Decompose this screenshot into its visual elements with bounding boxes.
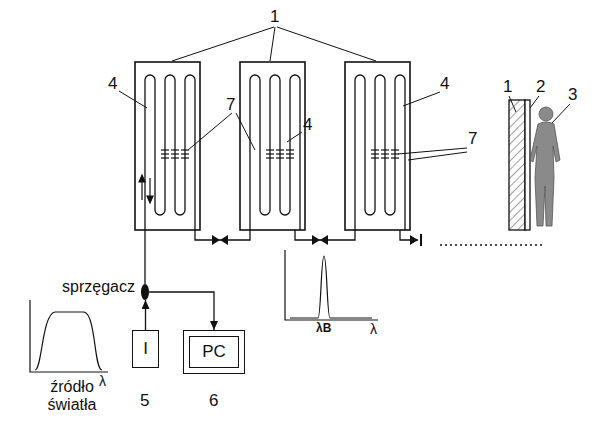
bragg-grating bbox=[381, 153, 389, 154]
light-source-box: I bbox=[132, 330, 159, 368]
bragg-grating bbox=[371, 149, 379, 150]
bragg-grating bbox=[391, 153, 399, 154]
fiber-connector bbox=[149, 292, 214, 330]
bragg-grating bbox=[171, 157, 179, 158]
fiber-coupler: sprzęgacz bbox=[141, 284, 149, 300]
bragg-grating bbox=[286, 157, 294, 158]
bragg-grating bbox=[266, 153, 274, 154]
callout-number: 4 bbox=[303, 116, 312, 135]
callout-number: 1 bbox=[270, 8, 279, 27]
bragg-grating bbox=[161, 157, 169, 158]
box-label: PC bbox=[202, 342, 226, 362]
bragg-grating bbox=[181, 157, 189, 158]
bragg-grating bbox=[276, 149, 284, 150]
coupler-label: sprzęgacz bbox=[62, 278, 135, 296]
bragg-grating bbox=[286, 149, 294, 150]
callout-number: 7 bbox=[226, 96, 235, 115]
callout-number: 6 bbox=[209, 392, 218, 411]
bragg-grating bbox=[276, 157, 284, 158]
bragg-grating bbox=[266, 157, 274, 158]
axis-label: λB bbox=[316, 322, 331, 335]
callout-number: 2 bbox=[536, 78, 545, 97]
bragg-grating bbox=[171, 153, 179, 154]
axis-label: λ bbox=[370, 322, 377, 337]
callout-number: 3 bbox=[568, 86, 577, 105]
bragg-grating bbox=[391, 157, 399, 158]
bragg-grating bbox=[171, 149, 179, 150]
bragg-grating bbox=[381, 149, 389, 150]
fiber-connector bbox=[145, 300, 146, 330]
bragg-grating bbox=[286, 153, 294, 154]
bragg-grating bbox=[381, 157, 389, 158]
box-label: I bbox=[143, 339, 148, 359]
bragg-grating bbox=[371, 157, 379, 158]
callout-number: 4 bbox=[440, 75, 449, 94]
source-caption: źródło światła bbox=[34, 378, 110, 413]
optical-fiber bbox=[355, 75, 405, 230]
bragg-grating bbox=[371, 153, 379, 154]
callout-number: 4 bbox=[108, 75, 117, 94]
axis-label: λ bbox=[99, 374, 106, 389]
bragg-grating bbox=[391, 149, 399, 150]
heating-panel bbox=[135, 62, 200, 230]
heating-panel bbox=[240, 62, 305, 230]
bragg-grating bbox=[161, 153, 169, 154]
computer-box: PC bbox=[183, 330, 245, 374]
bragg-grating bbox=[161, 149, 169, 150]
optical-fiber bbox=[250, 75, 300, 230]
heating-panel bbox=[345, 62, 410, 230]
optical-fiber bbox=[145, 75, 195, 230]
bragg-grating bbox=[276, 153, 284, 154]
callout-number: 7 bbox=[468, 130, 477, 149]
bragg-grating bbox=[181, 153, 189, 154]
bragg-grating bbox=[266, 149, 274, 150]
callout-number: 5 bbox=[140, 392, 149, 411]
callout-number: 1 bbox=[503, 78, 512, 97]
